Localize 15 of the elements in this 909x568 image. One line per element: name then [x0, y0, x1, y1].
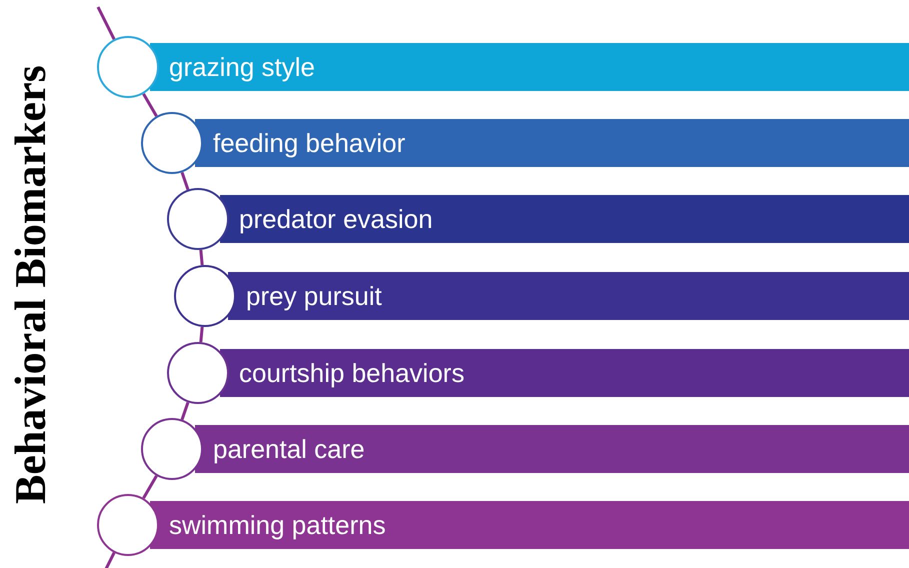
connector-line [142, 93, 158, 117]
label-bar: feeding behavior [195, 119, 909, 167]
label-bar: parental care [195, 425, 909, 473]
label-bar: grazing style [150, 43, 909, 91]
title: Behavioral Biomarkers [6, 64, 56, 506]
connector-line [96, 6, 116, 40]
connector-line [180, 172, 190, 190]
connector-line [199, 326, 204, 342]
connector-line [180, 402, 190, 420]
label-bar: courtship behaviors [220, 349, 909, 397]
label-bar: prey pursuit [228, 272, 909, 320]
label-bar: predator evasion [220, 195, 909, 243]
connector-line [199, 250, 204, 266]
label-bar: swimming patterns [150, 501, 909, 549]
connector-line [142, 475, 158, 499]
